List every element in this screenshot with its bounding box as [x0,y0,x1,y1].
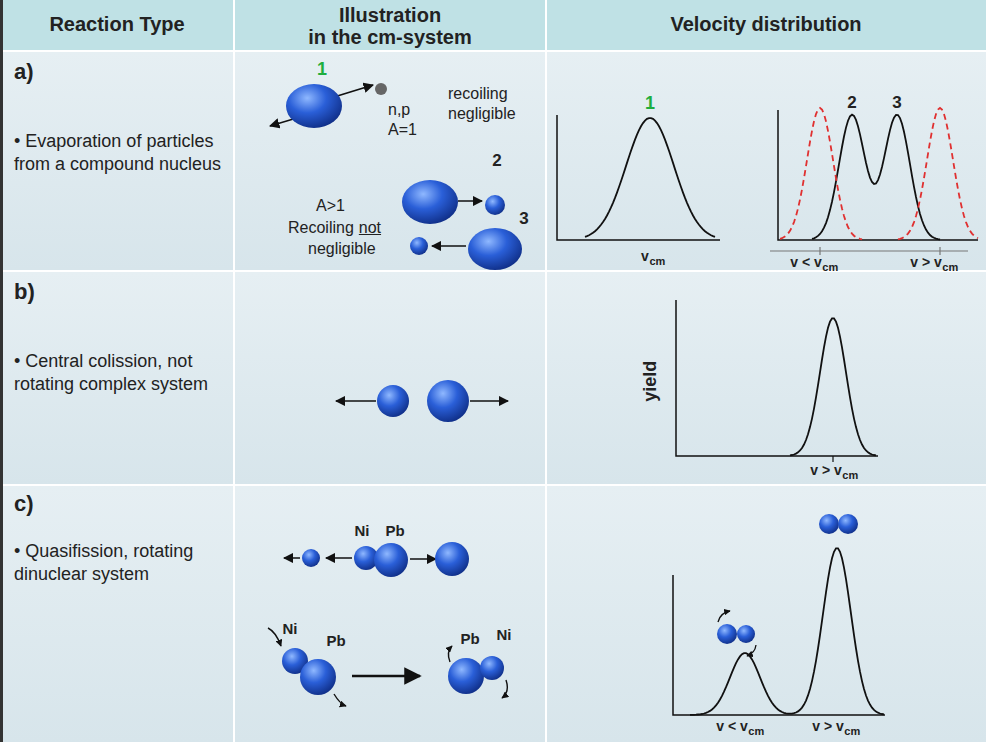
row-band [0,52,986,270]
axis-label: v > v [810,462,842,480]
chart-icons [717,514,858,656]
reaction-type: • Evaporation of particles from a compou… [14,130,224,175]
axis-label: v < v [716,718,748,736]
row-letter: c) [14,490,34,518]
velocity-curve [790,318,876,455]
reaction-type: • Central colission, not rotating comple… [14,350,224,395]
axis-label: v [641,248,649,266]
nucleus-label: Pb [326,632,345,651]
callout-number: 2 [492,150,501,171]
particle-note: A=1 [388,120,417,140]
recoil-note: A>1 [316,196,345,216]
nucleus-label: Pb [385,522,404,541]
velocity-curve [690,548,884,715]
callout-number: 3 [519,208,528,229]
recoil-note: negligible [308,239,376,259]
header-band [0,0,986,50]
left-border [0,0,3,742]
axis-label: v > v [812,718,844,736]
recoil-note: Recoiling [288,218,354,238]
axis-label: v < v [790,254,822,272]
recoil-note: negligible [448,104,516,124]
velocity-curve-dashed [780,108,862,239]
axis-subscript: cm [822,261,838,275]
axis-subscript: cm [942,261,958,275]
axis-subscript: cm [842,469,858,483]
central-collision-illustration [336,380,508,422]
column-header: in the cm-system [308,25,471,50]
recoil-note: recoiling [448,84,508,104]
column-header: Velocity distribution [670,12,861,37]
axis-label: v > v [910,254,942,272]
chart-axes [673,575,885,715]
chart-axes [676,300,878,456]
curve-number: 2 [847,92,856,113]
nucleus-label: Ni [283,620,298,639]
axis-subscript: cm [844,725,860,739]
axis-subscript: cm [649,255,665,269]
chart-tick [832,456,833,462]
chart-ticks [770,247,968,255]
evaporation-illustration [270,83,522,270]
column-header: Illustration [339,3,441,28]
quasifission-illustration [268,542,507,706]
grid-lines [234,0,546,742]
curve-number: 3 [892,92,901,113]
column-header: Reaction Type [49,12,184,37]
nucleus-label: Ni [355,522,370,541]
velocity-curve [585,118,715,237]
particle-note: n,p [388,100,410,120]
velocity-curve [812,115,940,240]
chart-axes [557,110,978,240]
velocity-curve-dashed [898,108,978,239]
nucleus-label: Ni [497,626,512,645]
callout-number: 1 [317,58,327,81]
axis-title: yield [639,361,662,402]
row-band [0,486,986,742]
reaction-type: • Quasifission, rotating dinuclear syste… [14,540,224,585]
row-letter: b) [14,278,35,306]
axis-subscript: cm [748,725,764,739]
recoil-note: not [359,218,381,238]
nucleus-label: Pb [460,630,479,649]
row-band [0,272,986,484]
row-letter: a) [14,58,34,86]
curve-number: 1 [645,92,655,115]
